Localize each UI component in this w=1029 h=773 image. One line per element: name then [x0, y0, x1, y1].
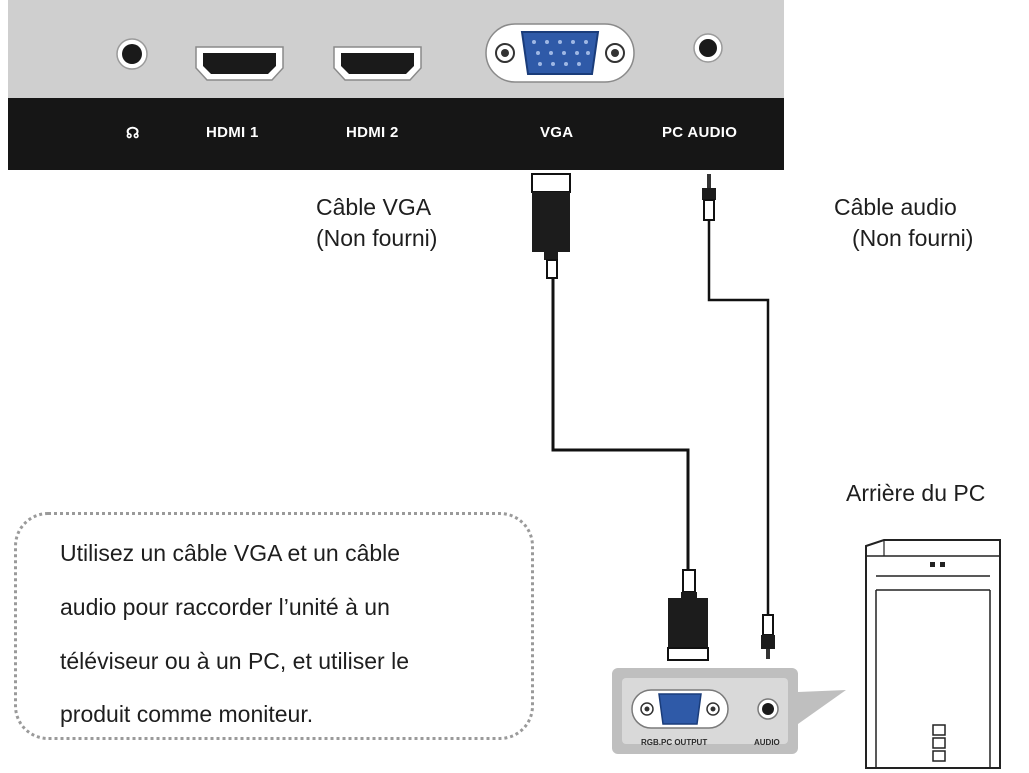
pc-audio-jack-port: [757, 698, 779, 720]
audio-cable-label-line1: Câble audio: [834, 194, 957, 220]
audio-cable-label: Câble audio (Non fourni): [834, 192, 973, 254]
callout-pointer: [798, 690, 846, 724]
headphone-icon: ☊: [126, 125, 140, 142]
pc-vga-port: [631, 689, 729, 729]
hdmi2-port: [333, 46, 422, 81]
vga-cable-wire: [551, 278, 690, 570]
vga-cable-label-line2: (Non fourni): [316, 225, 438, 252]
vga-cable-label-line1: Câble VGA: [316, 194, 432, 220]
vga-label: VGA: [540, 124, 574, 141]
pc-audio-port-label: AUDIO: [754, 738, 780, 747]
note-line-1: Utilisez un câble VGA et un câble: [60, 540, 401, 566]
tv-panel-black-strip: [8, 98, 784, 170]
audio-cable-bottom-plug: [761, 614, 775, 659]
instruction-note-box: [14, 512, 534, 740]
pc-tower: [865, 539, 1001, 769]
pc-port-panel: [612, 668, 798, 754]
vga-cable-bottom-connector: [667, 569, 709, 661]
vga-port: [485, 23, 635, 83]
vga-cable-top-connector: [531, 173, 571, 279]
headphone-jack: [116, 38, 148, 70]
tv-rear-panel: [8, 0, 784, 170]
audio-cable-top-plug: [702, 174, 716, 221]
pc-rgb-port-label: RGB.PC OUTPUT: [641, 738, 708, 747]
note-line-4: produit comme moniteur.: [60, 701, 314, 727]
hdmi1-label: HDMI 1: [206, 124, 259, 141]
note-line-3: téléviseur ou à un PC, et utiliser le: [60, 648, 410, 674]
pc-audio-label: PC AUDIO: [662, 124, 738, 141]
hdmi1-port: [195, 46, 284, 81]
note-line-2: audio pour raccorder l’unité à un: [60, 594, 390, 620]
pc-rear-label: Arrière du PC: [846, 480, 986, 506]
audio-cable-label-line2: (Non fourni): [852, 225, 974, 252]
pc-audio-jack: [693, 33, 723, 63]
vga-cable-label: Câble VGA (Non fourni): [316, 192, 437, 254]
hdmi2-label: HDMI 2: [346, 124, 399, 141]
audio-cable-wire: [707, 220, 770, 615]
